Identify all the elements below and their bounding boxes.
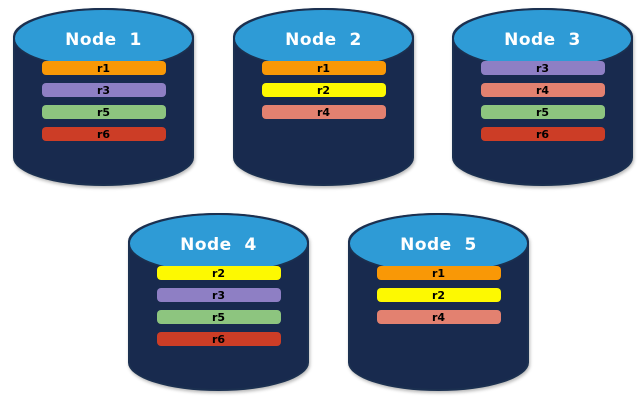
replica-bar[interactable]: r6: [480, 127, 605, 141]
replica-bar[interactable]: r3: [41, 83, 166, 97]
replica-bar[interactable]: r2: [376, 288, 501, 302]
database-node-3[interactable]: Node 3 r3 r4 r5 r6: [452, 8, 633, 186]
replica-list: r2 r3 r5 r6: [128, 266, 309, 346]
node-label: Node 2: [285, 30, 362, 50]
replica-bar[interactable]: r5: [480, 105, 605, 119]
replica-bar[interactable]: r6: [156, 332, 281, 346]
cylinder-top-icon: [13, 8, 194, 69]
replica-bar[interactable]: r6: [41, 127, 166, 141]
replica-list: r1 r2 r4: [348, 266, 529, 324]
node-label: Node 4: [180, 235, 257, 255]
replica-bar[interactable]: r1: [261, 61, 386, 75]
database-node-4[interactable]: Node 4 r2 r3 r5 r6: [128, 213, 309, 391]
node-label: Node 3: [504, 30, 581, 50]
node-label: Node 5: [400, 235, 477, 255]
replica-bar[interactable]: r2: [156, 266, 281, 280]
replica-bar[interactable]: r1: [41, 61, 166, 75]
database-node-5[interactable]: Node 5 r1 r2 r4: [348, 213, 529, 391]
cylinder-top-icon: [233, 8, 414, 69]
replica-bar[interactable]: r2: [261, 83, 386, 97]
database-node-1[interactable]: Node 1 r1 r3 r5 r6: [13, 8, 194, 186]
replica-bar[interactable]: r4: [261, 105, 386, 119]
node-label: Node 1: [65, 30, 142, 50]
replica-bar[interactable]: r4: [480, 83, 605, 97]
replica-bar[interactable]: r3: [480, 61, 605, 75]
replica-bar[interactable]: r5: [156, 310, 281, 324]
replica-list: r3 r4 r5 r6: [452, 61, 633, 141]
cylinder-top-icon: [128, 213, 309, 274]
replica-list: r1 r3 r5 r6: [13, 61, 194, 141]
database-node-2[interactable]: Node 2 r1 r2 r4: [233, 8, 414, 186]
replica-bar[interactable]: r1: [376, 266, 501, 280]
replica-bar[interactable]: r3: [156, 288, 281, 302]
replica-bar[interactable]: r5: [41, 105, 166, 119]
replica-list: r1 r2 r4: [233, 61, 414, 119]
replica-bar[interactable]: r4: [376, 310, 501, 324]
